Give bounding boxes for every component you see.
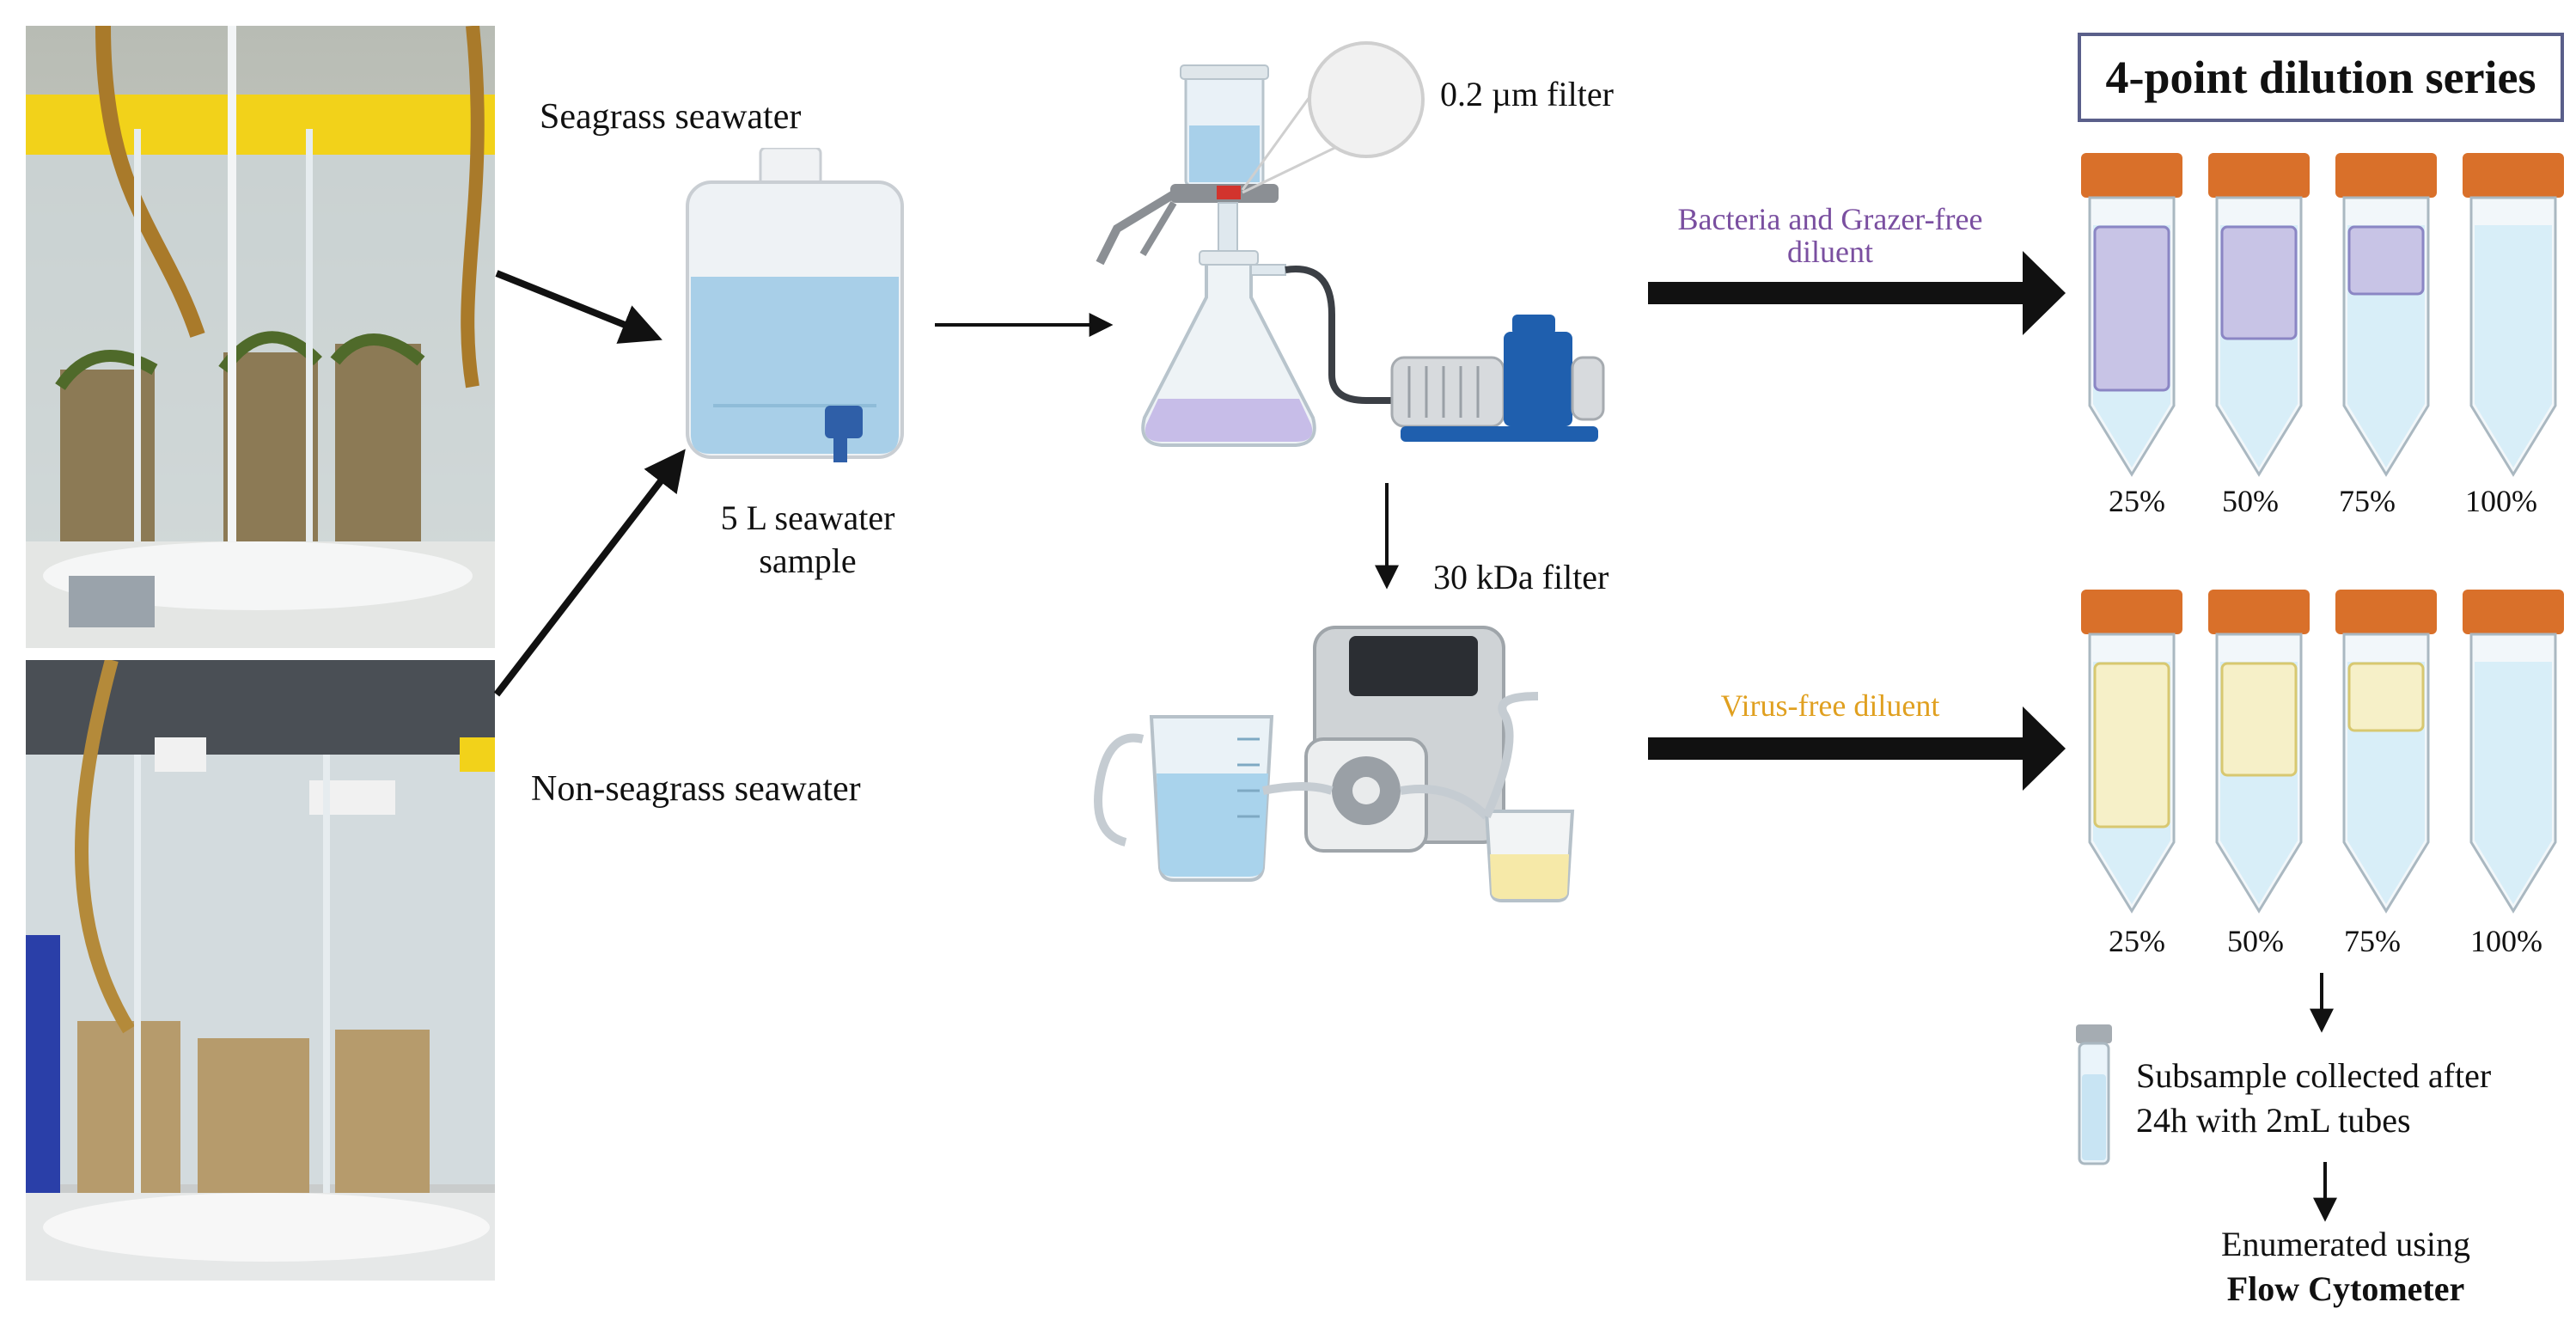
- vacuum-pump-illustration: [1390, 315, 1605, 442]
- small-sample-tube: [2076, 1024, 2112, 1165]
- arrow-nonseagrass-to-jug: [493, 449, 686, 697]
- enumerated-line2: Flow Cytometer: [2226, 1269, 2465, 1308]
- dilution-top-pct-1: 25%: [2109, 484, 2165, 518]
- tube-bottom-50: [2208, 590, 2310, 914]
- tube-bottom-100: [2463, 590, 2564, 914]
- filter-30kda-label: 30 kDa filter: [1433, 558, 1609, 596]
- tube-bottom-25: [2081, 590, 2182, 914]
- dilution-bottom-pct-1: 25%: [2109, 924, 2165, 958]
- dilution-tubes-top: [2081, 153, 2564, 477]
- tube-top-50: [2208, 153, 2310, 477]
- peristaltic-pump-illustration: [1094, 626, 1575, 902]
- tube-bottom-75: [2335, 590, 2437, 914]
- subsample-line1: Subsample collected after: [2136, 1056, 2492, 1095]
- subsample-line2: 24h with 2mL tubes: [2136, 1101, 2411, 1140]
- seagrass-seawater-label: Seagrass seawater: [540, 97, 802, 137]
- arrow-seagrass-to-jug: [495, 270, 662, 344]
- vacuum-filtration-illustration: [1096, 41, 1435, 447]
- flow-cytometer-label: Enumerated using Flow Cytometer: [2165, 1222, 2526, 1311]
- subsample-label: Subsample collected after 24h with 2mL t…: [2136, 1054, 2491, 1143]
- sample-volume-label: 5 L seawater sample: [670, 497, 945, 583]
- enumerated-line1: Enumerated using: [2221, 1225, 2470, 1263]
- dilution-bottom-pct-4: 100%: [2470, 924, 2542, 958]
- bacteria-free-line1: Bacteria and Grazer-free: [1677, 202, 1983, 236]
- dilution-top-pct-2: 50%: [2222, 484, 2279, 518]
- dilution-bottom-pct-3: 75%: [2344, 924, 2401, 958]
- arrow-to-bottom-tubes: [1648, 706, 2066, 791]
- tube-top-25: [2081, 153, 2182, 477]
- bacteria-free-diluent-label: Bacteria and Grazer-free diluent: [1615, 203, 2045, 268]
- sample-volume-line1: 5 L seawater: [720, 498, 895, 537]
- dilution-tubes-bottom: [2081, 590, 2564, 914]
- dilution-bottom-pct-2: 50%: [2227, 924, 2284, 958]
- non-seagrass-tank-photo: [26, 660, 495, 1281]
- dilution-top-pct-4: 100%: [2465, 484, 2537, 518]
- virus-free-diluent-label: Virus-free diluent: [1720, 688, 1940, 723]
- dilution-series-title: 4-point dilution series: [2078, 33, 2564, 122]
- tube-top-100: [2463, 153, 2564, 477]
- water-jug-illustration: [686, 148, 904, 462]
- sample-volume-line2: sample: [759, 541, 857, 580]
- arrow-to-top-tubes: [1648, 251, 2066, 335]
- bacteria-free-line2: diluent: [1787, 235, 1873, 269]
- dilution-top-pct-3: 75%: [2339, 484, 2396, 518]
- filter-02-label: 0.2 µm filter: [1440, 75, 1614, 113]
- seagrass-tank-photo: [26, 26, 495, 648]
- tube-top-75: [2335, 153, 2437, 477]
- non-seagrass-seawater-label: Non-seagrass seawater: [531, 769, 861, 809]
